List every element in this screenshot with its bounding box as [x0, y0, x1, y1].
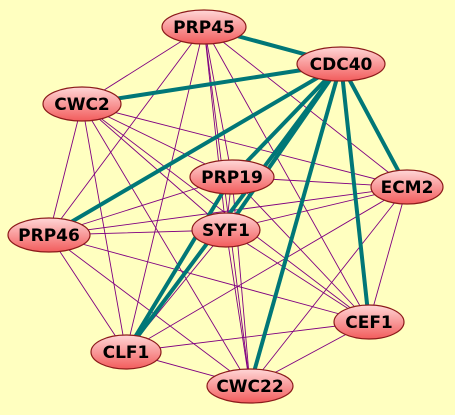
- node-ellipse-cef1[interactable]: [333, 304, 405, 340]
- node-prp46[interactable]: PRP46: [7, 217, 91, 253]
- edge-cwc2-cwc22: [81, 103, 251, 387]
- strong-edge-prp19-cdc40: [230, 62, 343, 179]
- node-cdc40[interactable]: CDC40: [296, 46, 386, 82]
- edge-prp45-clf1: [125, 26, 205, 353]
- strong-edge-prp46-cdc40: [47, 62, 343, 237]
- strong-edge-ecm2-cdc40: [339, 62, 409, 189]
- strong-edge-cwc2-cdc40: [80, 62, 343, 106]
- edge-ecm2-clf1: [125, 186, 408, 353]
- edge-syf1-cef1: [225, 229, 370, 323]
- edge-syf1-cwc22: [225, 229, 251, 387]
- node-ellipse-cwc22[interactable]: [206, 368, 294, 404]
- strong-edge-cwc22-cdc40: [248, 62, 343, 388]
- node-syf1[interactable]: SYF1: [191, 212, 261, 248]
- node-ellipse-prp45[interactable]: [161, 9, 247, 45]
- edge-cwc2-prp46: [48, 103, 83, 236]
- node-cwc2[interactable]: CWC2: [42, 86, 122, 122]
- node-ellipse-prp19[interactable]: [189, 159, 275, 195]
- node-label-cef1: CEF1: [345, 313, 393, 333]
- node-ellipse-cdc40[interactable]: [296, 46, 386, 82]
- node-ellipse-cwc2[interactable]: [42, 86, 122, 122]
- node-label-cwc2: CWC2: [54, 95, 110, 115]
- edge-prp45-ecm2: [203, 26, 408, 188]
- strong-edge-clf1-prp19: [124, 175, 234, 354]
- node-prp45[interactable]: PRP45: [161, 9, 247, 45]
- node-label-ecm2: ECM2: [381, 178, 434, 198]
- edge-prp45-cwc22: [203, 26, 251, 387]
- edge-cef1-clf1: [125, 321, 370, 353]
- strong-edge-clf1-cdc40: [124, 62, 343, 354]
- edge-cwc2-syf1: [81, 103, 227, 231]
- node-ellipse-ecm2[interactable]: [370, 169, 444, 205]
- node-ellipse-syf1[interactable]: [191, 212, 261, 248]
- edge-prp46-clf1: [48, 234, 127, 353]
- edge-ecm2-cef1: [368, 186, 408, 323]
- node-cwc22[interactable]: CWC22: [206, 368, 294, 404]
- node-label-clf1: CLF1: [103, 343, 150, 363]
- node-ecm2[interactable]: ECM2: [370, 169, 444, 205]
- edge-prp46-cef1: [48, 234, 370, 323]
- node-label-syf1: SYF1: [202, 221, 250, 241]
- edge-ecm2-prp46: [48, 186, 408, 236]
- node-label-prp46: PRP46: [18, 226, 80, 246]
- edge-prp19-cwc22: [231, 176, 251, 387]
- edge-ecm2-cwc22: [249, 186, 408, 387]
- edge-prp45-prp19: [203, 26, 233, 178]
- edge-prp45-prp46: [48, 26, 205, 236]
- strong-edge-cef1-cdc40: [339, 62, 371, 324]
- node-cef1[interactable]: CEF1: [333, 304, 405, 340]
- node-prp19[interactable]: PRP19: [189, 159, 275, 195]
- node-label-prp45: PRP45: [173, 18, 235, 38]
- edge-prp45-cef1: [203, 26, 370, 323]
- node-ellipse-clf1[interactable]: [90, 334, 162, 370]
- node-label-cdc40: CDC40: [310, 55, 373, 75]
- node-label-cwc22: CWC22: [216, 377, 283, 397]
- node-clf1[interactable]: CLF1: [90, 334, 162, 370]
- node-ellipse-prp46[interactable]: [7, 217, 91, 253]
- node-label-prp19: PRP19: [201, 168, 263, 188]
